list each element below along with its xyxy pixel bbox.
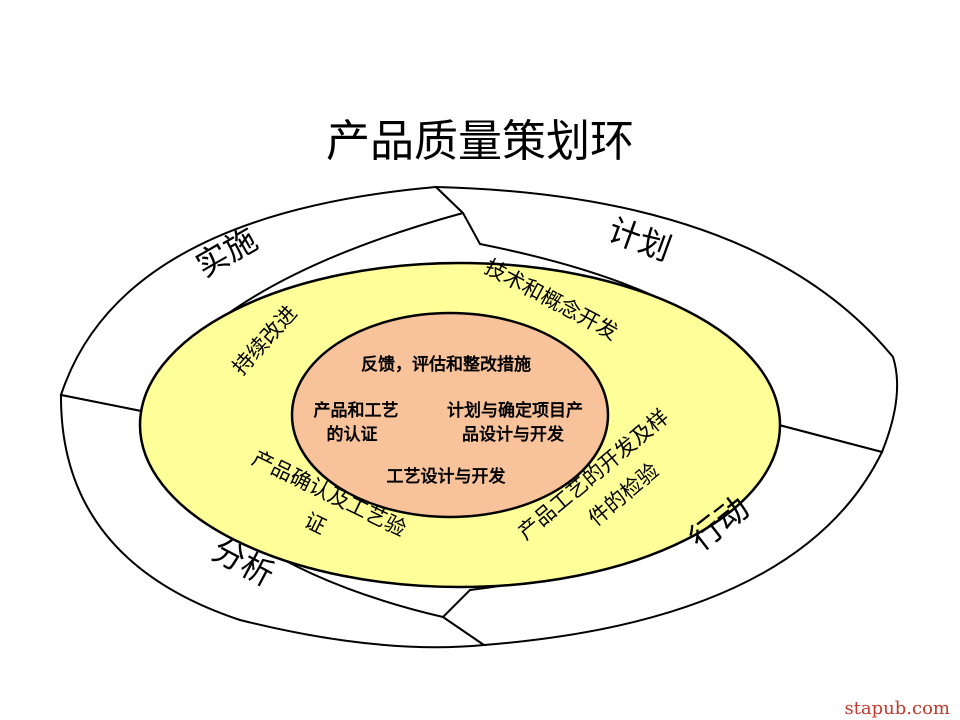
core-label-certification-line2: 的认证 bbox=[327, 424, 378, 445]
core-label-feedback: 反馈，评估和整改措施 bbox=[361, 354, 531, 375]
core-label-planning-line2: 品设计与开发 bbox=[462, 424, 565, 445]
core-label-process-design: 工艺设计与开发 bbox=[387, 466, 507, 487]
core-ellipse bbox=[290, 311, 610, 519]
core-label-planning-line1: 计划与确定项目产 bbox=[447, 400, 583, 421]
diagram-title: 产品质量策划环 bbox=[326, 116, 634, 167]
watermark-text: stapub.com bbox=[844, 698, 950, 719]
core-label-certification-line1: 产品和工艺 bbox=[314, 400, 399, 421]
